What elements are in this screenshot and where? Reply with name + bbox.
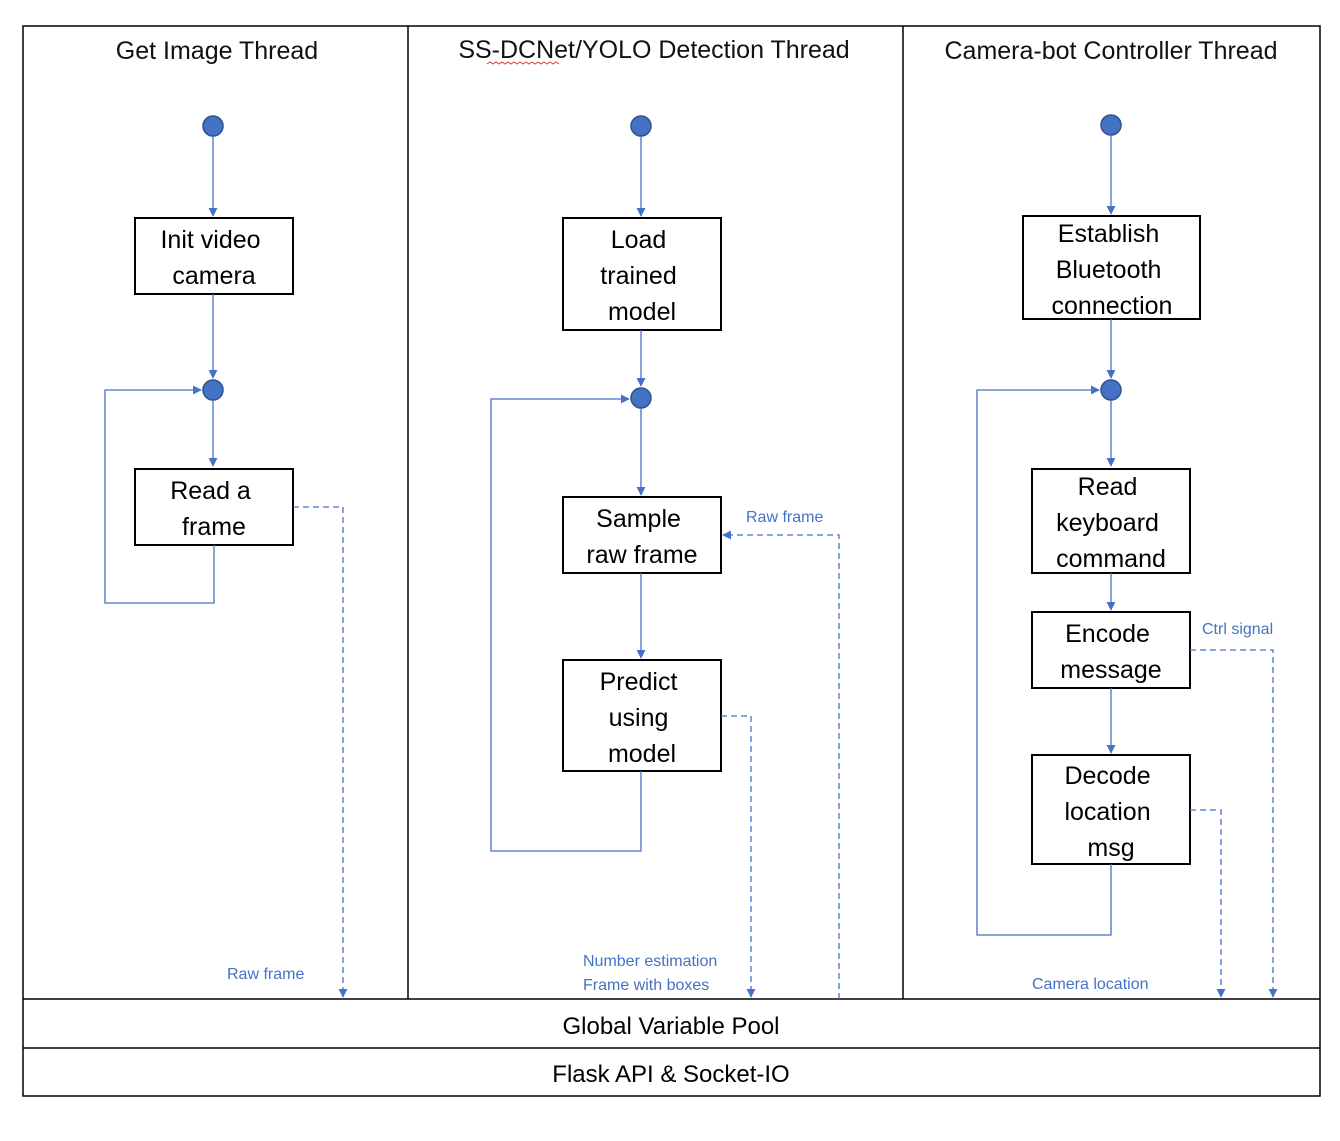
bluetooth-text: Establish Bluetooth connection — [1052, 220, 1173, 320]
bluetooth-box — [1022, 215, 1201, 320]
lane-title-get-image: Get Image Thread — [116, 37, 318, 65]
load-model-text: Load trained model — [600, 226, 683, 326]
loop-node-get-image — [202, 379, 224, 401]
loop-back-edge-detection — [490, 394, 642, 852]
number-estimation-label: Number estimation — [583, 953, 717, 970]
predict-box — [562, 659, 722, 772]
frame-with-boxes-label: Frame with boxes — [583, 977, 709, 994]
encode-text: Encode message — [1060, 620, 1161, 684]
start-node-get-image — [202, 115, 224, 137]
init-camera-box — [134, 217, 294, 295]
global-variable-pool-label: Global Variable Pool — [562, 1013, 779, 1040]
start-node-controller — [1100, 114, 1122, 136]
raw-frame-out-label: Raw frame — [227, 966, 304, 983]
loop-back-edge-get-image — [104, 385, 215, 604]
loop-back-edge-controller — [976, 385, 1112, 936]
prediction-out-edge — [721, 715, 756, 998]
read-keyboard-text: Read keyboard command — [1056, 473, 1166, 573]
raw-frame-out-edge — [293, 506, 348, 998]
decode-box — [1031, 754, 1191, 865]
sample-frame-text: Sample raw frame — [586, 505, 697, 569]
read-keyboard-box — [1031, 468, 1191, 574]
sample-frame-box — [562, 496, 722, 574]
raw-frame-in-label: Raw frame — [746, 509, 823, 526]
lane-frame — [22, 25, 1321, 1097]
ctrl-signal-label: Ctrl signal — [1202, 621, 1273, 638]
predict-text: Predict using model — [600, 668, 685, 768]
init-camera-text: Init video camera — [160, 226, 267, 290]
lane-title-controller: Camera-bot Controller Thread — [944, 37, 1277, 65]
camera-location-edge — [1190, 809, 1226, 998]
loop-node-controller — [1100, 379, 1122, 401]
read-frame-text: Read a frame — [170, 477, 258, 541]
start-node-detection — [630, 115, 652, 137]
camera-location-label: Camera location — [1032, 976, 1149, 993]
lane-title-detection: SS-DCNet/YOLO Detection Thread — [458, 36, 849, 64]
spellcheck-underline — [486, 61, 560, 65]
load-model-box — [562, 217, 722, 331]
raw-frame-in-edge — [722, 530, 840, 999]
flask-api-label: Flask API & Socket-IO — [552, 1061, 789, 1088]
loop-node-detection — [630, 387, 652, 409]
encode-box — [1031, 611, 1191, 689]
decode-text: Decode location msg — [1064, 762, 1157, 862]
ctrl-signal-edge — [1190, 649, 1278, 998]
